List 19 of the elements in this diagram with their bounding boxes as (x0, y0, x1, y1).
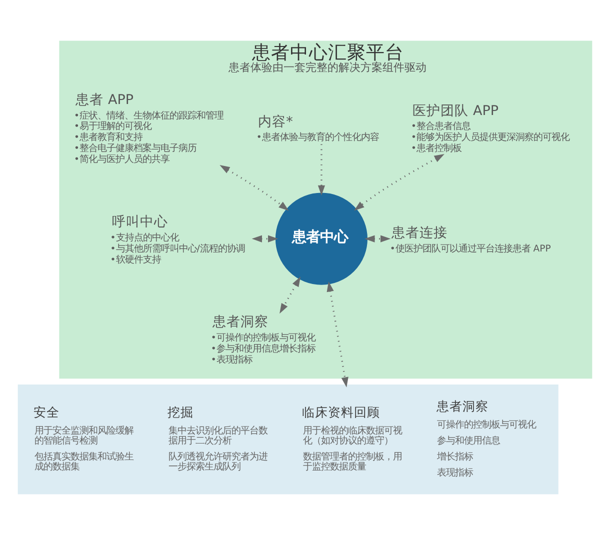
arrow (252, 235, 278, 242)
arrow (318, 144, 326, 196)
node-text: 患者洞察 •可操作的控制板与可视化 •参与和使用信息增长指标 •表现指标 (210, 314, 316, 366)
node-text: 呼叫中心 •支持点的中心化 •与其他所需呼叫中心/流程的协调 •软硬件支持 (110, 214, 245, 266)
node-text: 内容* •患者体验与教育的个性化内容 (256, 114, 379, 144)
node-text: 安全 用于安全监测和风险缓解的智能信号检测 包括真实数据集和试验生成的数据集 (33, 404, 134, 473)
arrow (364, 235, 391, 242)
node-text: 患者洞察 可操作的控制板与可视化 参与和使用信息 增长指标 表现指标 (436, 398, 536, 479)
arrow (326, 282, 348, 388)
cluster (18, 384, 558, 494)
node-circle: 患者中心 (275, 192, 368, 285)
node-text: 医护团队 APP •整合患者信息 •能够为医护人员提供更深洞察的可视化 •患者控制板 (411, 102, 570, 154)
arrow (220, 164, 289, 211)
node-text: 挖掘 集中去识别化后的平台数据用于二次分析 队列透视允许研究者为进一步探索生成队列 (168, 404, 268, 473)
arrow (354, 154, 444, 211)
arrow (280, 276, 301, 314)
node-text: 患者 APP •症状、情绪、生物体征的跟踪和管理 •易于理解的可视化 •患者教育和支持 •整合电子健康档案与电子病历 •简化与医护人员的共享 (74, 92, 224, 166)
node-text: 患者连接 •使医护团队可以通过平台连接患者 APP (390, 224, 551, 254)
node-text: 临床资料回顾 用于检视的临床数据可视化（如对协议的遵守） 数据管理者的控制板，用于监控数据质量 (302, 404, 402, 473)
